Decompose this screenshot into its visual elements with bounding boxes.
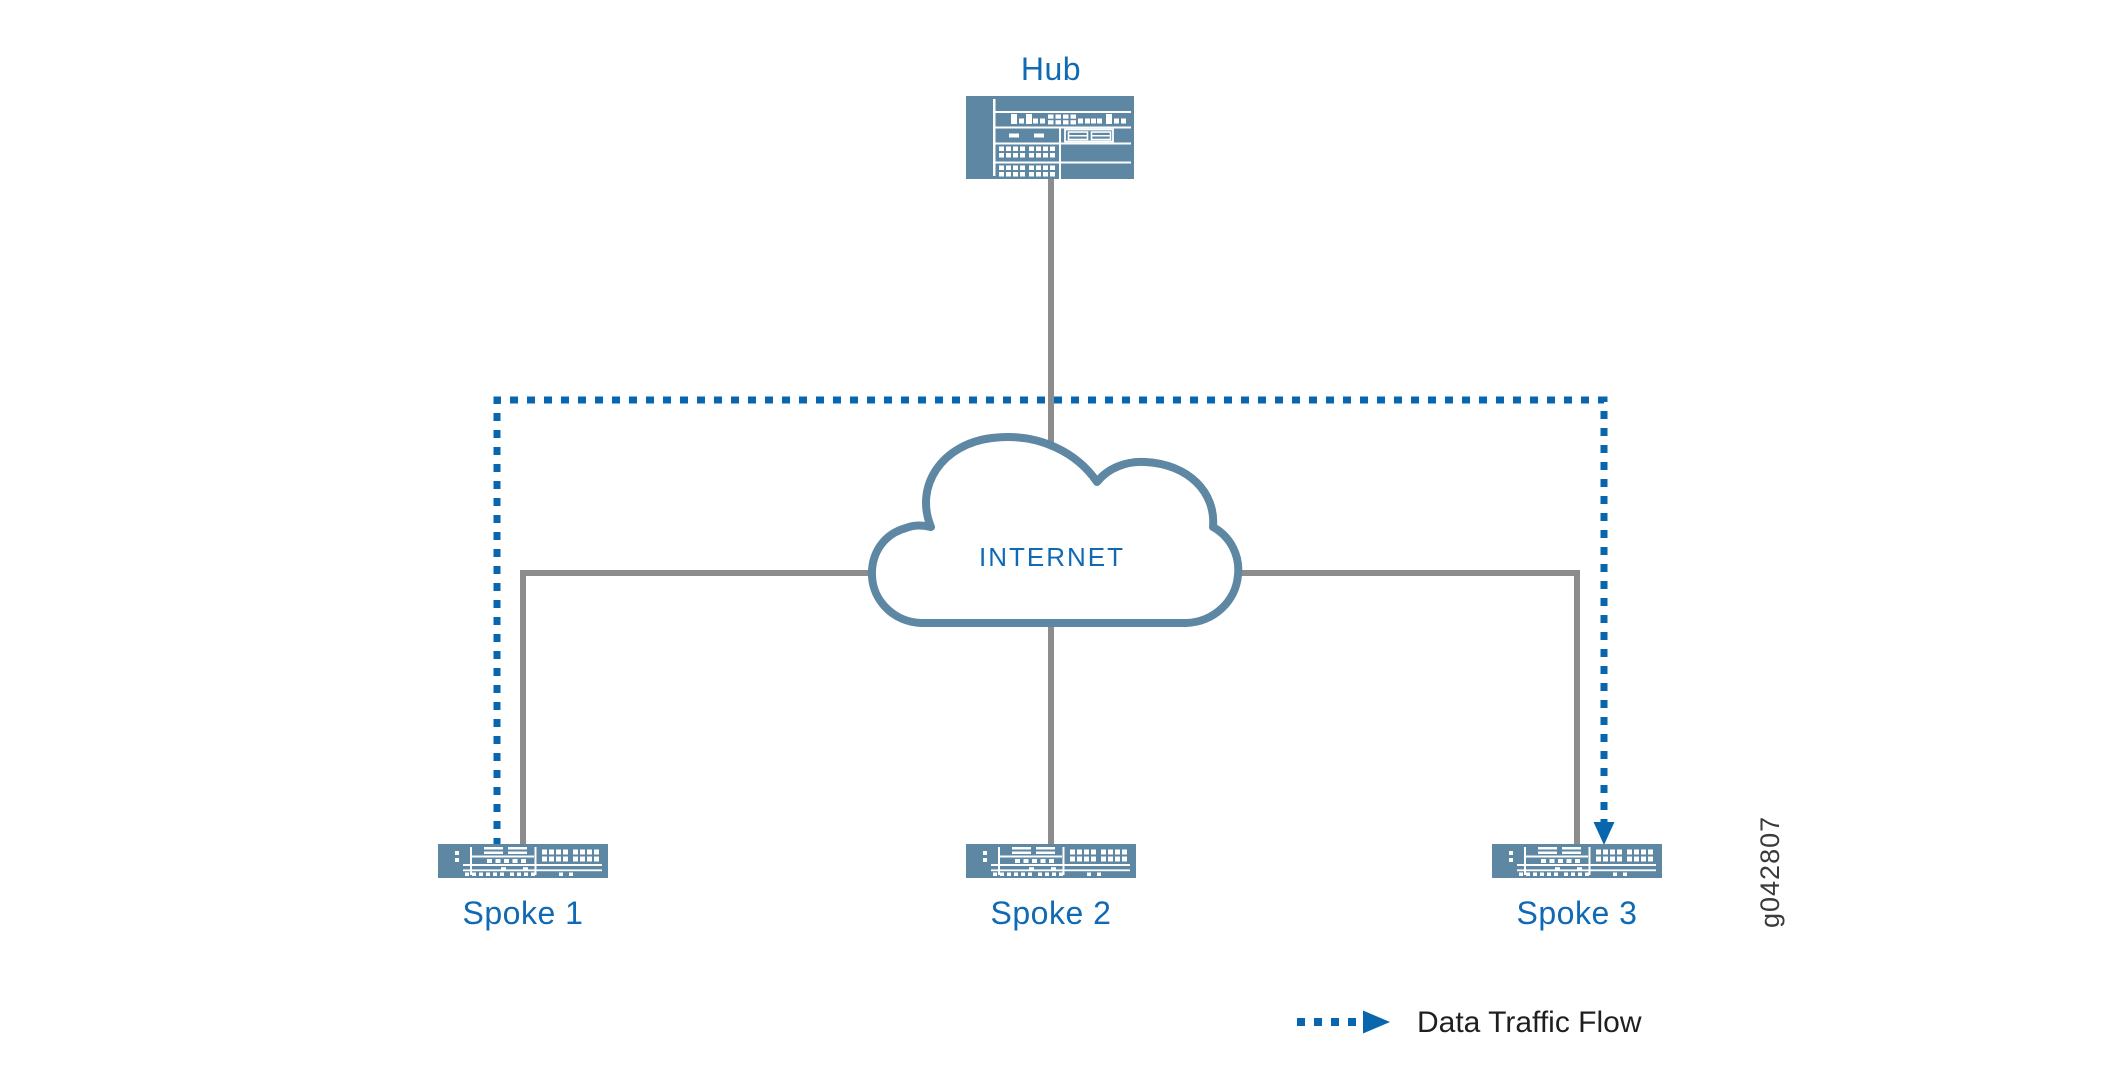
spoke2-device-icon xyxy=(966,844,1136,878)
data-traffic-flow-arrowhead-icon xyxy=(1593,822,1615,845)
legend-arrowhead-icon xyxy=(1363,1010,1390,1034)
link-internet-spoke1 xyxy=(520,570,885,846)
legend: Data Traffic Flow xyxy=(1297,1006,1642,1039)
internet-label: INTERNET xyxy=(979,542,1125,572)
legend-label: Data Traffic Flow xyxy=(1417,1006,1642,1039)
network-links xyxy=(520,176,1580,846)
data-traffic-flow-path xyxy=(493,396,1608,846)
internet-cloud-icon xyxy=(867,433,1243,627)
figure-id-label: g042807 xyxy=(1755,816,1785,928)
spoke1-device-icon xyxy=(438,844,608,878)
spoke2-label: Spoke 2 xyxy=(991,895,1112,931)
hub-label: Hub xyxy=(1021,51,1081,87)
hub-device-icon xyxy=(966,96,1134,179)
spoke3-device-icon xyxy=(1492,844,1662,878)
spoke3-label: Spoke 3 xyxy=(1517,895,1638,931)
spoke1-label: Spoke 1 xyxy=(463,895,584,931)
link-internet-spoke3 xyxy=(1219,570,1580,846)
